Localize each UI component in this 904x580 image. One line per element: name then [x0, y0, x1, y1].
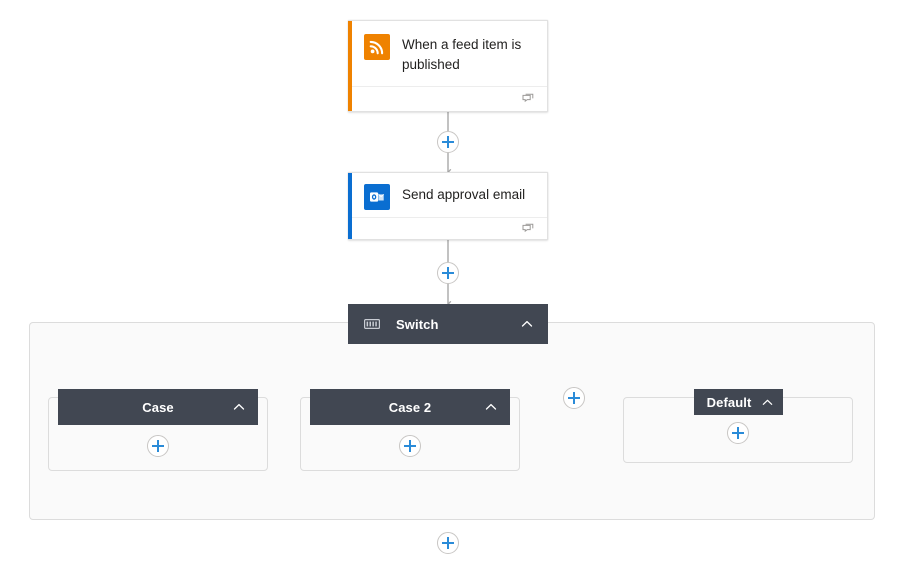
action-card-title: Send approval email	[402, 187, 526, 202]
trigger-card-when-a-feed-item-is-published[interactable]: When a feed item is published	[348, 20, 548, 112]
add-action-in-default-button[interactable]	[727, 422, 749, 444]
action-card-body: Send approval email	[348, 173, 547, 217]
case-2-label: Case 2	[388, 399, 432, 415]
switch-node-label: Switch	[396, 316, 439, 332]
add-case-button[interactable]	[563, 387, 585, 409]
chevron-up-icon[interactable]	[761, 395, 774, 409]
default-case-header[interactable]: Default	[694, 389, 783, 415]
action-card-footer	[348, 217, 547, 239]
trigger-card-body: When a feed item is published	[348, 21, 547, 86]
add-step-between-action-and-switch-button[interactable]	[437, 262, 459, 284]
card-accent-bar	[348, 21, 352, 111]
case-2-header[interactable]: Case 2	[310, 389, 510, 425]
add-action-in-case-1-button[interactable]	[147, 435, 169, 457]
switch-node-header[interactable]: Switch	[348, 304, 548, 344]
action-card-send-approval-email[interactable]: Send approval email	[348, 172, 548, 240]
comments-icon[interactable]	[521, 222, 535, 236]
card-accent-bar	[348, 173, 352, 239]
chevron-up-icon[interactable]	[232, 400, 246, 414]
case-1-header[interactable]: Case	[58, 389, 258, 425]
add-step-between-trigger-and-action-button[interactable]	[437, 131, 459, 153]
chevron-up-icon[interactable]	[484, 400, 498, 414]
trigger-card-footer	[348, 86, 547, 111]
switch-icon	[364, 319, 380, 329]
outlook-icon	[364, 184, 390, 210]
trigger-card-title: When a feed item is published	[402, 37, 522, 72]
rss-icon	[364, 34, 390, 60]
add-action-in-case-2-button[interactable]	[399, 435, 421, 457]
case-1-label: Case	[142, 399, 174, 415]
comments-icon[interactable]	[521, 92, 535, 106]
chevron-up-icon[interactable]	[520, 317, 534, 331]
default-case-label: Default	[706, 394, 752, 410]
add-step-after-switch-button[interactable]	[437, 532, 459, 554]
